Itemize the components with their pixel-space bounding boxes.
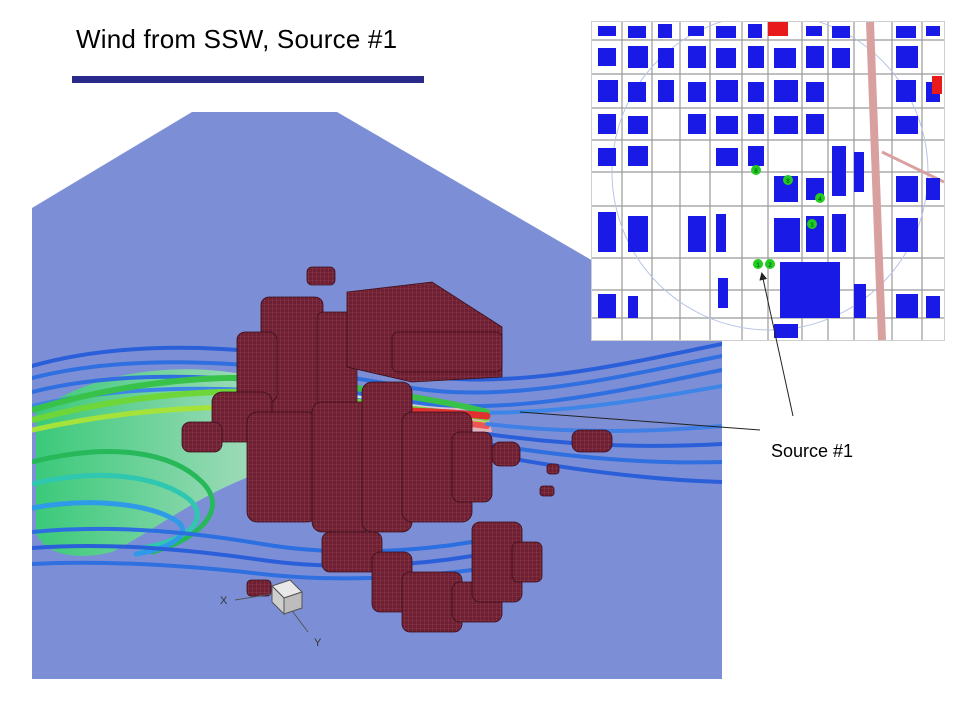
cfd-simulation-view: X Y <box>32 112 722 679</box>
marker-label: 3 <box>810 223 814 229</box>
sampler-markers: 6 8 4 3 1 2 <box>751 165 825 269</box>
building-blocks <box>181 266 613 633</box>
title-underline <box>72 76 424 83</box>
axes-triad: X Y <box>220 579 322 649</box>
map-highway <box>866 22 886 340</box>
axis-x-label: X <box>220 595 228 607</box>
marker-label: 8 <box>786 179 790 185</box>
slide-title: Wind from SSW, Source #1 <box>76 24 398 54</box>
axis-y-label: Y <box>314 637 322 649</box>
marker-label: 6 <box>754 169 758 175</box>
map-buildings <box>598 24 940 338</box>
marker-label: 4 <box>818 197 822 203</box>
marker-label: 2 <box>768 263 772 269</box>
marker-label: 1 <box>756 263 760 269</box>
site-map-inset: 6 8 4 3 1 2 <box>591 21 945 341</box>
source-callout-label: Source #1 <box>771 441 854 461</box>
